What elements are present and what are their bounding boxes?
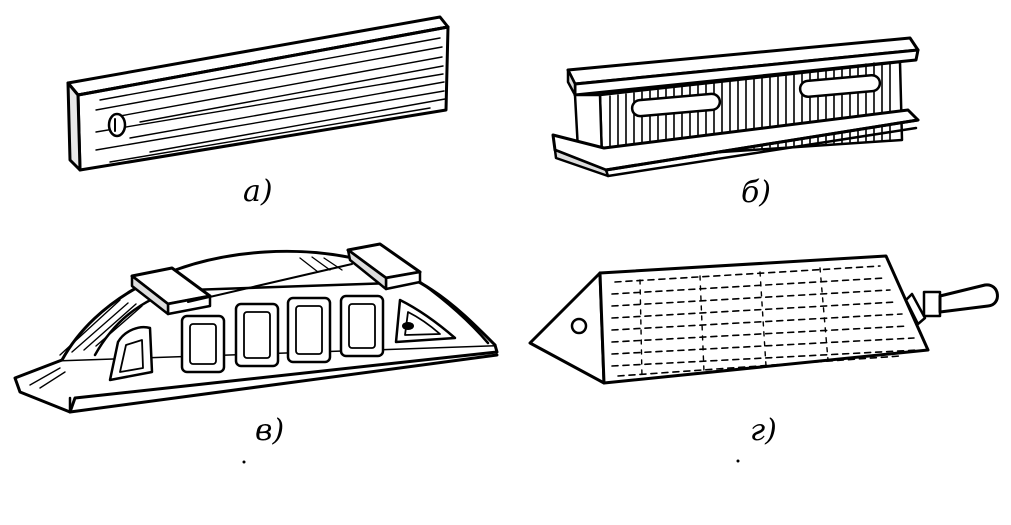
prism-handle bbox=[904, 283, 999, 326]
knurl-texture-vertical bbox=[639, 267, 829, 379]
arch-windows bbox=[108, 294, 457, 382]
bar-hole bbox=[107, 112, 127, 138]
label-b: б) bbox=[741, 175, 772, 210]
left-pad bbox=[130, 266, 212, 316]
knurl-texture bbox=[611, 265, 919, 377]
arched-level-illustration bbox=[13, 242, 499, 414]
label-g: г) bbox=[750, 413, 777, 448]
bar-hatching bbox=[95, 37, 446, 163]
right-pad bbox=[346, 242, 422, 291]
vial-left bbox=[630, 92, 722, 118]
label-v: в) bbox=[255, 413, 285, 448]
prism-hole bbox=[570, 317, 588, 335]
end-hatching bbox=[29, 299, 143, 389]
i-beam-bar-illustration bbox=[551, 36, 920, 178]
triangular-prism-illustration bbox=[528, 254, 999, 385]
label-a: а) bbox=[243, 174, 273, 209]
straight-bar-illustration bbox=[66, 15, 450, 172]
vial-right bbox=[798, 73, 882, 99]
